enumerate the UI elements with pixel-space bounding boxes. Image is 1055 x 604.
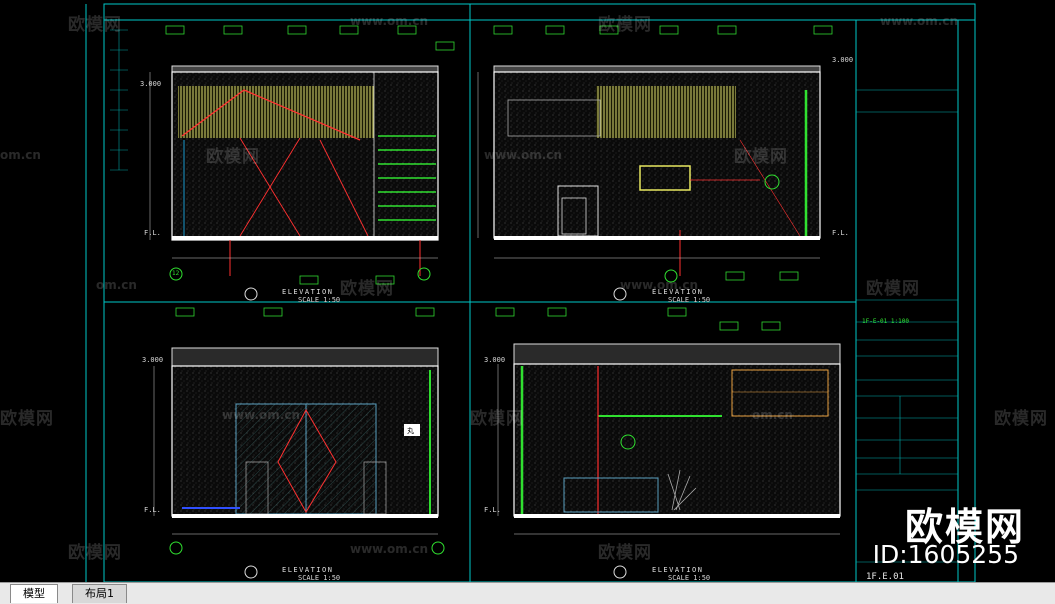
level-top-2: 3.000 xyxy=(832,56,854,64)
cad-drawing[interactable] xyxy=(0,0,1055,582)
watermark-brand: 欧模网 xyxy=(68,15,122,35)
level-floor-1: F.L. xyxy=(144,229,161,237)
watermark-site: om.cn xyxy=(96,278,137,292)
elevation-title-4: ELEVATION xyxy=(652,566,704,574)
level-floor-4: F.L. xyxy=(484,506,501,514)
elevation-title-3: ELEVATION xyxy=(282,566,334,574)
watermark-brand: 欧模网 xyxy=(598,15,652,35)
elevation-1 xyxy=(169,65,439,301)
tab-model[interactable]: 模型 xyxy=(10,584,58,603)
watermark-brand: 欧模网 xyxy=(0,409,54,429)
watermark-brand: 欧模网 xyxy=(734,147,788,167)
left-strip xyxy=(110,29,128,171)
elevation-4 xyxy=(513,343,841,579)
watermark-site: www.om.cn xyxy=(350,542,429,556)
watermark-site: www.om.cn xyxy=(620,278,699,292)
watermark-site: www.om.cn xyxy=(484,148,563,162)
title-block-code: 1F-E-01 1:100 xyxy=(862,318,909,325)
title-block xyxy=(856,89,958,563)
watermark-brand: 欧模网 xyxy=(994,409,1048,429)
watermark-brand: 欧模网 xyxy=(866,279,920,299)
watermark-brand: 欧模网 xyxy=(206,147,260,167)
watermark-brand: 欧模网 xyxy=(68,543,122,563)
watermark-site: om.cn xyxy=(752,408,793,422)
elevation-title-1: ELEVATION xyxy=(282,288,334,296)
level-floor-2: F.L. xyxy=(832,229,849,237)
watermark-brand: 欧模网 xyxy=(598,543,652,563)
watermark-brand: 欧模网 xyxy=(470,409,524,429)
brand-logo: 欧模网 xyxy=(904,505,1025,549)
elevation-scale-4: SCALE 1:50 xyxy=(668,574,711,582)
elevation-3 xyxy=(169,347,445,579)
cad-model-space[interactable]: ELEVATION SCALE 1:50 ELEVATION SCALE 1:5… xyxy=(0,0,1055,582)
elevation-title-2: ELEVATION xyxy=(652,288,704,296)
tab-layout1[interactable]: 布局1 xyxy=(72,584,127,603)
elevation-scale-1: SCALE 1:50 xyxy=(298,296,341,304)
elevation-scale-2: SCALE 1:50 xyxy=(668,296,711,304)
watermark-site: www.om.cn xyxy=(222,408,301,422)
level-floor-3: F.L. xyxy=(144,506,161,514)
watermark-site: om.cn xyxy=(0,148,41,162)
brand-id: ID:1605255 xyxy=(872,540,1019,569)
sheet-frame xyxy=(85,3,976,582)
sheet-number: 1F.E.01 xyxy=(866,572,904,582)
level-top-4: 3.000 xyxy=(484,356,506,364)
watermark-site: www.om.cn xyxy=(880,14,959,28)
dimension-lines xyxy=(149,72,840,535)
door-tag: 丸 xyxy=(407,427,414,435)
layout-tab-bar: 模型 布局1 xyxy=(0,582,1055,604)
elevation-2 xyxy=(493,65,821,301)
dimension-tags xyxy=(165,25,833,331)
level-top-1: 3.000 xyxy=(140,80,162,88)
elevation-scale-3: SCALE 1:50 xyxy=(298,574,341,582)
level-top-3: 3.000 xyxy=(142,356,164,364)
callout-label: 12 xyxy=(172,270,180,277)
watermark-site: www.om.cn xyxy=(350,14,429,28)
watermark-brand: 欧模网 xyxy=(340,279,394,299)
